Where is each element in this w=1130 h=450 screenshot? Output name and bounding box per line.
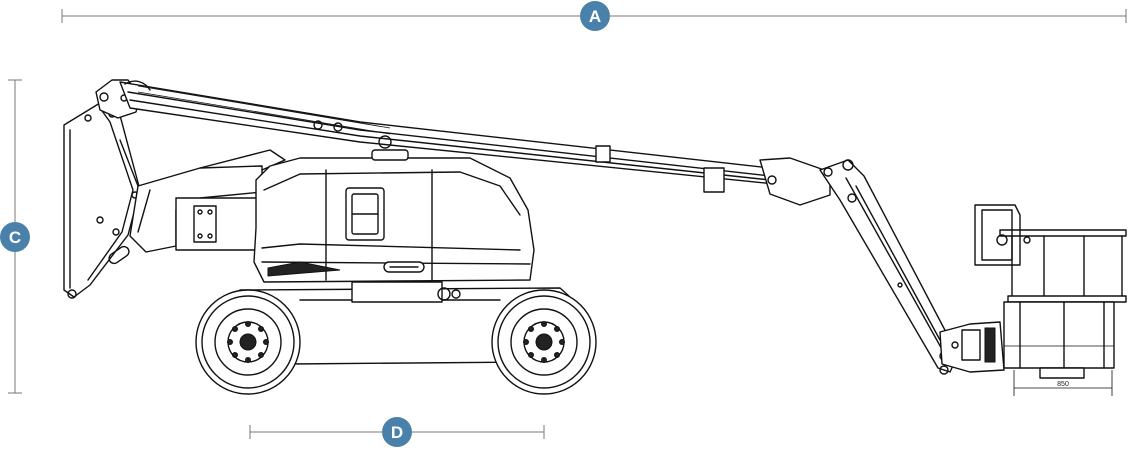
dimension-d-badge xyxy=(382,417,412,447)
dimension-d: D xyxy=(249,417,545,447)
dimension-c-label: C xyxy=(9,228,21,247)
lower-boom-riser xyxy=(129,149,286,253)
dimension-c: C xyxy=(0,79,30,394)
rear-counterweight xyxy=(63,102,141,299)
dimension-c-badge xyxy=(0,222,30,252)
dimension-a-badge xyxy=(580,1,610,31)
turntable-housing xyxy=(253,149,535,283)
jib-arm xyxy=(819,159,959,375)
platform-rotator xyxy=(939,321,1005,373)
front-wheel xyxy=(491,289,597,395)
chassis xyxy=(221,281,581,365)
upper-boom xyxy=(95,79,831,206)
rear-wheel xyxy=(195,289,301,395)
work-platform-basket: 850 xyxy=(974,204,1127,396)
platform-width-label: 850 xyxy=(1057,381,1069,388)
dimension-d-label: D xyxy=(391,423,403,442)
dimension-a: A xyxy=(61,1,1127,31)
dimension-a-label: A xyxy=(589,7,601,26)
